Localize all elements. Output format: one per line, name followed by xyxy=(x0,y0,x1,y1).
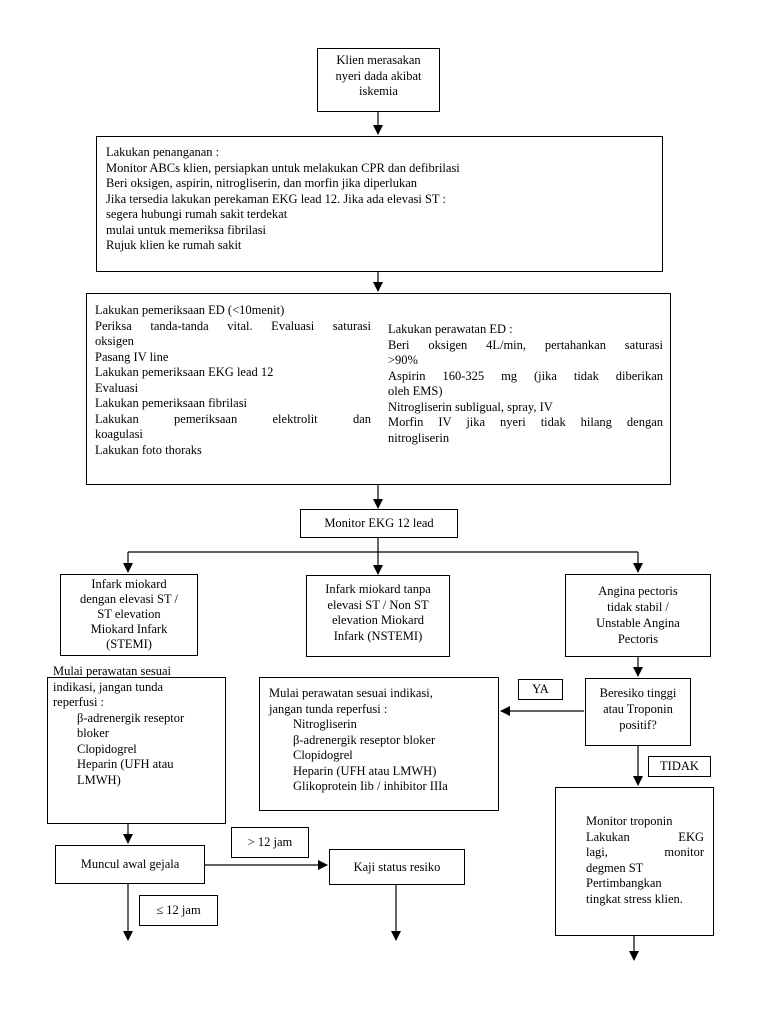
unstable-line-3: Unstable Angina xyxy=(596,616,680,630)
penanganan-line-6: mulai untuk memeriksa fibrilasi xyxy=(106,222,267,237)
stemi-tx-item-1: β-adrenergik reseptor xyxy=(77,710,185,725)
stemi-line-2: dengan elevasi ST / xyxy=(79,592,178,606)
nstemi-tx-item-2: β-adrenergik reseptor bloker xyxy=(293,732,436,747)
stemi-tx-line-1: Mulai perawatan sesuai xyxy=(53,664,172,678)
stemi-line-1: Infark miokard xyxy=(91,577,167,591)
unstable-box: Angina pectoris tidak stabil / Unstable … xyxy=(565,574,711,657)
start-box: Klien merasakan nyeri dada akibat iskemi… xyxy=(317,48,440,112)
unstable-line-4: Pectoris xyxy=(617,632,659,646)
stemi-line-3: ST elevation xyxy=(97,607,161,621)
pemeriksaan-line-5: Lakukan pemeriksaan EKG lead 12 xyxy=(95,365,274,379)
nstemi-tx-item-1: Nitrogliserin xyxy=(293,717,357,731)
nstemi-tx-box: Mulai perawatan sesuai indikasi, jangan … xyxy=(259,677,499,811)
beresiko-box: Beresiko tinggi atau Troponin positif? xyxy=(585,678,691,746)
pemeriksaan-line-7: Lakukan pemeriksaan fibrilasi xyxy=(95,396,248,410)
pemeriksaan-line-8: Lakukan pemeriksaan elektrolit dan xyxy=(95,411,371,426)
kaji-box: Kaji status resiko xyxy=(329,849,465,885)
ya-label: YA xyxy=(518,679,563,700)
nstemi-box: Infark miokard tanpa elevasi ST / Non ST… xyxy=(306,575,450,657)
nstemi-tx-line-1: Mulai perawatan sesuai indikasi, xyxy=(269,686,433,700)
le12-text: ≤ 12 jam xyxy=(156,903,201,917)
nstemi-line-4: Infark (NSTEMI) xyxy=(333,628,423,643)
start-line-1: Klien merasakan xyxy=(336,53,421,67)
beresiko-line-3: positif? xyxy=(619,718,657,732)
tidak-label: TIDAK xyxy=(648,756,711,777)
stemi-box: Infark miokard dengan elevasi ST / ST el… xyxy=(60,574,198,656)
perawatan-line-3: >90% xyxy=(388,353,418,367)
perawatan-line-8: nitrogliserin xyxy=(388,430,450,445)
perawatan-line-6: Nitrogliserin subligual, spray, IV xyxy=(388,399,553,414)
start-line-3: iskemia xyxy=(359,84,398,98)
penanganan-line-5: segera hubungi rumah sakit terdekat xyxy=(106,207,288,221)
nstemi-tx-item-5: Glikoprotein Iib / inhibitor IIIa xyxy=(293,779,448,793)
troponin-line-5: Pertimbangkan xyxy=(586,876,662,890)
stemi-tx-line-2: indikasi, jangan tunda xyxy=(53,679,164,694)
kaji-label: Kaji status resiko xyxy=(353,860,441,874)
penanganan-line-4: Jika tersedia lakukan perekaman EKG lead… xyxy=(106,191,446,206)
penanganan-line-7: Rujuk klien ke rumah sakit xyxy=(106,238,242,252)
perawatan-line-7: Morfin IV jika nyeri tidak hilang dengan xyxy=(388,415,663,429)
perawatan-line-1: Lakukan perawatan ED : xyxy=(388,322,513,336)
stemi-tx-item-2: bloker xyxy=(77,726,109,740)
stemi-tx-item-3: Clopidogrel xyxy=(77,741,137,756)
troponin-box: Monitor troponin Lakukan EKG lagi, monit… xyxy=(555,787,714,936)
gt12-label: > 12 jam xyxy=(231,827,309,858)
start-line-2: nyeri dada akibat xyxy=(335,68,422,83)
pemeriksaan-ed: Lakukan pemeriksaan ED (<10menit) Periks… xyxy=(95,303,371,458)
perawatan-line-4: Aspirin 160-325 mg (jika tidak diberikan xyxy=(388,368,663,383)
unstable-line-2: tidak stabil / xyxy=(607,600,669,614)
ya-text: YA xyxy=(532,682,549,696)
nstemi-line-3: elevation Miokard xyxy=(332,613,424,627)
troponin-line-4: degmen ST xyxy=(586,860,644,875)
penanganan-box: Lakukan penanganan : Monitor ABCs klien,… xyxy=(96,136,663,272)
pemeriksaan-line-1: Lakukan pemeriksaan ED (<10menit) xyxy=(95,303,285,317)
unstable-line-1: Angina pectoris xyxy=(598,584,678,598)
le12-label: ≤ 12 jam xyxy=(139,895,218,926)
troponin-line-3: lagi, monitor xyxy=(586,845,704,859)
gejala-label: Muncul awal gejala xyxy=(80,857,180,871)
pemeriksaan-line-2: Periksa tanda-tanda vital. Evaluasi satu… xyxy=(95,318,371,333)
gt12-text: > 12 jam xyxy=(247,835,293,849)
stemi-tx-item-4: Heparin (UFH atau xyxy=(77,757,174,771)
troponin-line-1: Monitor troponin xyxy=(586,814,673,828)
beresiko-line-1: Beresiko tinggi xyxy=(599,686,677,700)
troponin-line-6: tingkat stress klien. xyxy=(586,891,683,906)
tidak-text: TIDAK xyxy=(660,759,699,773)
perawatan-line-2: Beri oksigen 4L/min, pertahankan saturas… xyxy=(388,337,663,352)
nstemi-tx-line-2: jangan tunda reperfusi : xyxy=(269,701,388,716)
stemi-tx-box xyxy=(47,677,226,824)
stemi-line-4: Miokard Infark xyxy=(90,622,168,636)
penanganan-line-1: Lakukan penanganan : xyxy=(106,145,220,159)
nstemi-tx-item-3: Clopidogrel xyxy=(293,748,353,762)
pemeriksaan-line-6: Evaluasi xyxy=(95,380,139,395)
penanganan-line-3: Beri oksigen, aspirin, nitrogliserin, da… xyxy=(106,176,418,190)
stemi-tx-text: Mulai perawatan sesuai indikasi, jangan … xyxy=(53,664,184,788)
pemeriksaan-line-9: koagulasi xyxy=(95,427,143,441)
pemeriksaan-line-3: oksigen xyxy=(95,334,134,348)
gejala-box: Muncul awal gejala xyxy=(55,845,205,884)
monitor-ekg-box: Monitor EKG 12 lead xyxy=(300,509,458,538)
pemeriksaan-line-4: Pasang IV line xyxy=(95,349,169,364)
nstemi-line-1: Infark miokard tanpa xyxy=(325,582,431,596)
nstemi-line-2: elevasi ST / Non ST xyxy=(327,597,429,612)
beresiko-line-2: atau Troponin xyxy=(603,702,673,716)
penanganan-line-2: Monitor ABCs klien, persiapkan untuk mel… xyxy=(106,160,460,175)
monitor-ekg-label: Monitor EKG 12 lead xyxy=(324,516,434,530)
nstemi-tx-item-4: Heparin (UFH atau LMWH) xyxy=(293,763,437,778)
perawatan-line-5: oleh EMS) xyxy=(388,384,443,398)
pemeriksaan-line-10: Lakukan foto thoraks xyxy=(95,442,202,457)
stemi-line-5: (STEMI) xyxy=(106,637,152,651)
stemi-tx-line-3: reperfusi : xyxy=(53,695,105,709)
stemi-tx-item-5: LMWH) xyxy=(77,772,121,787)
perawatan-ed: Lakukan perawatan ED : Beri oksigen 4L/m… xyxy=(388,322,663,446)
troponin-line-2: Lakukan EKG xyxy=(586,829,704,844)
ed-container xyxy=(86,293,671,485)
